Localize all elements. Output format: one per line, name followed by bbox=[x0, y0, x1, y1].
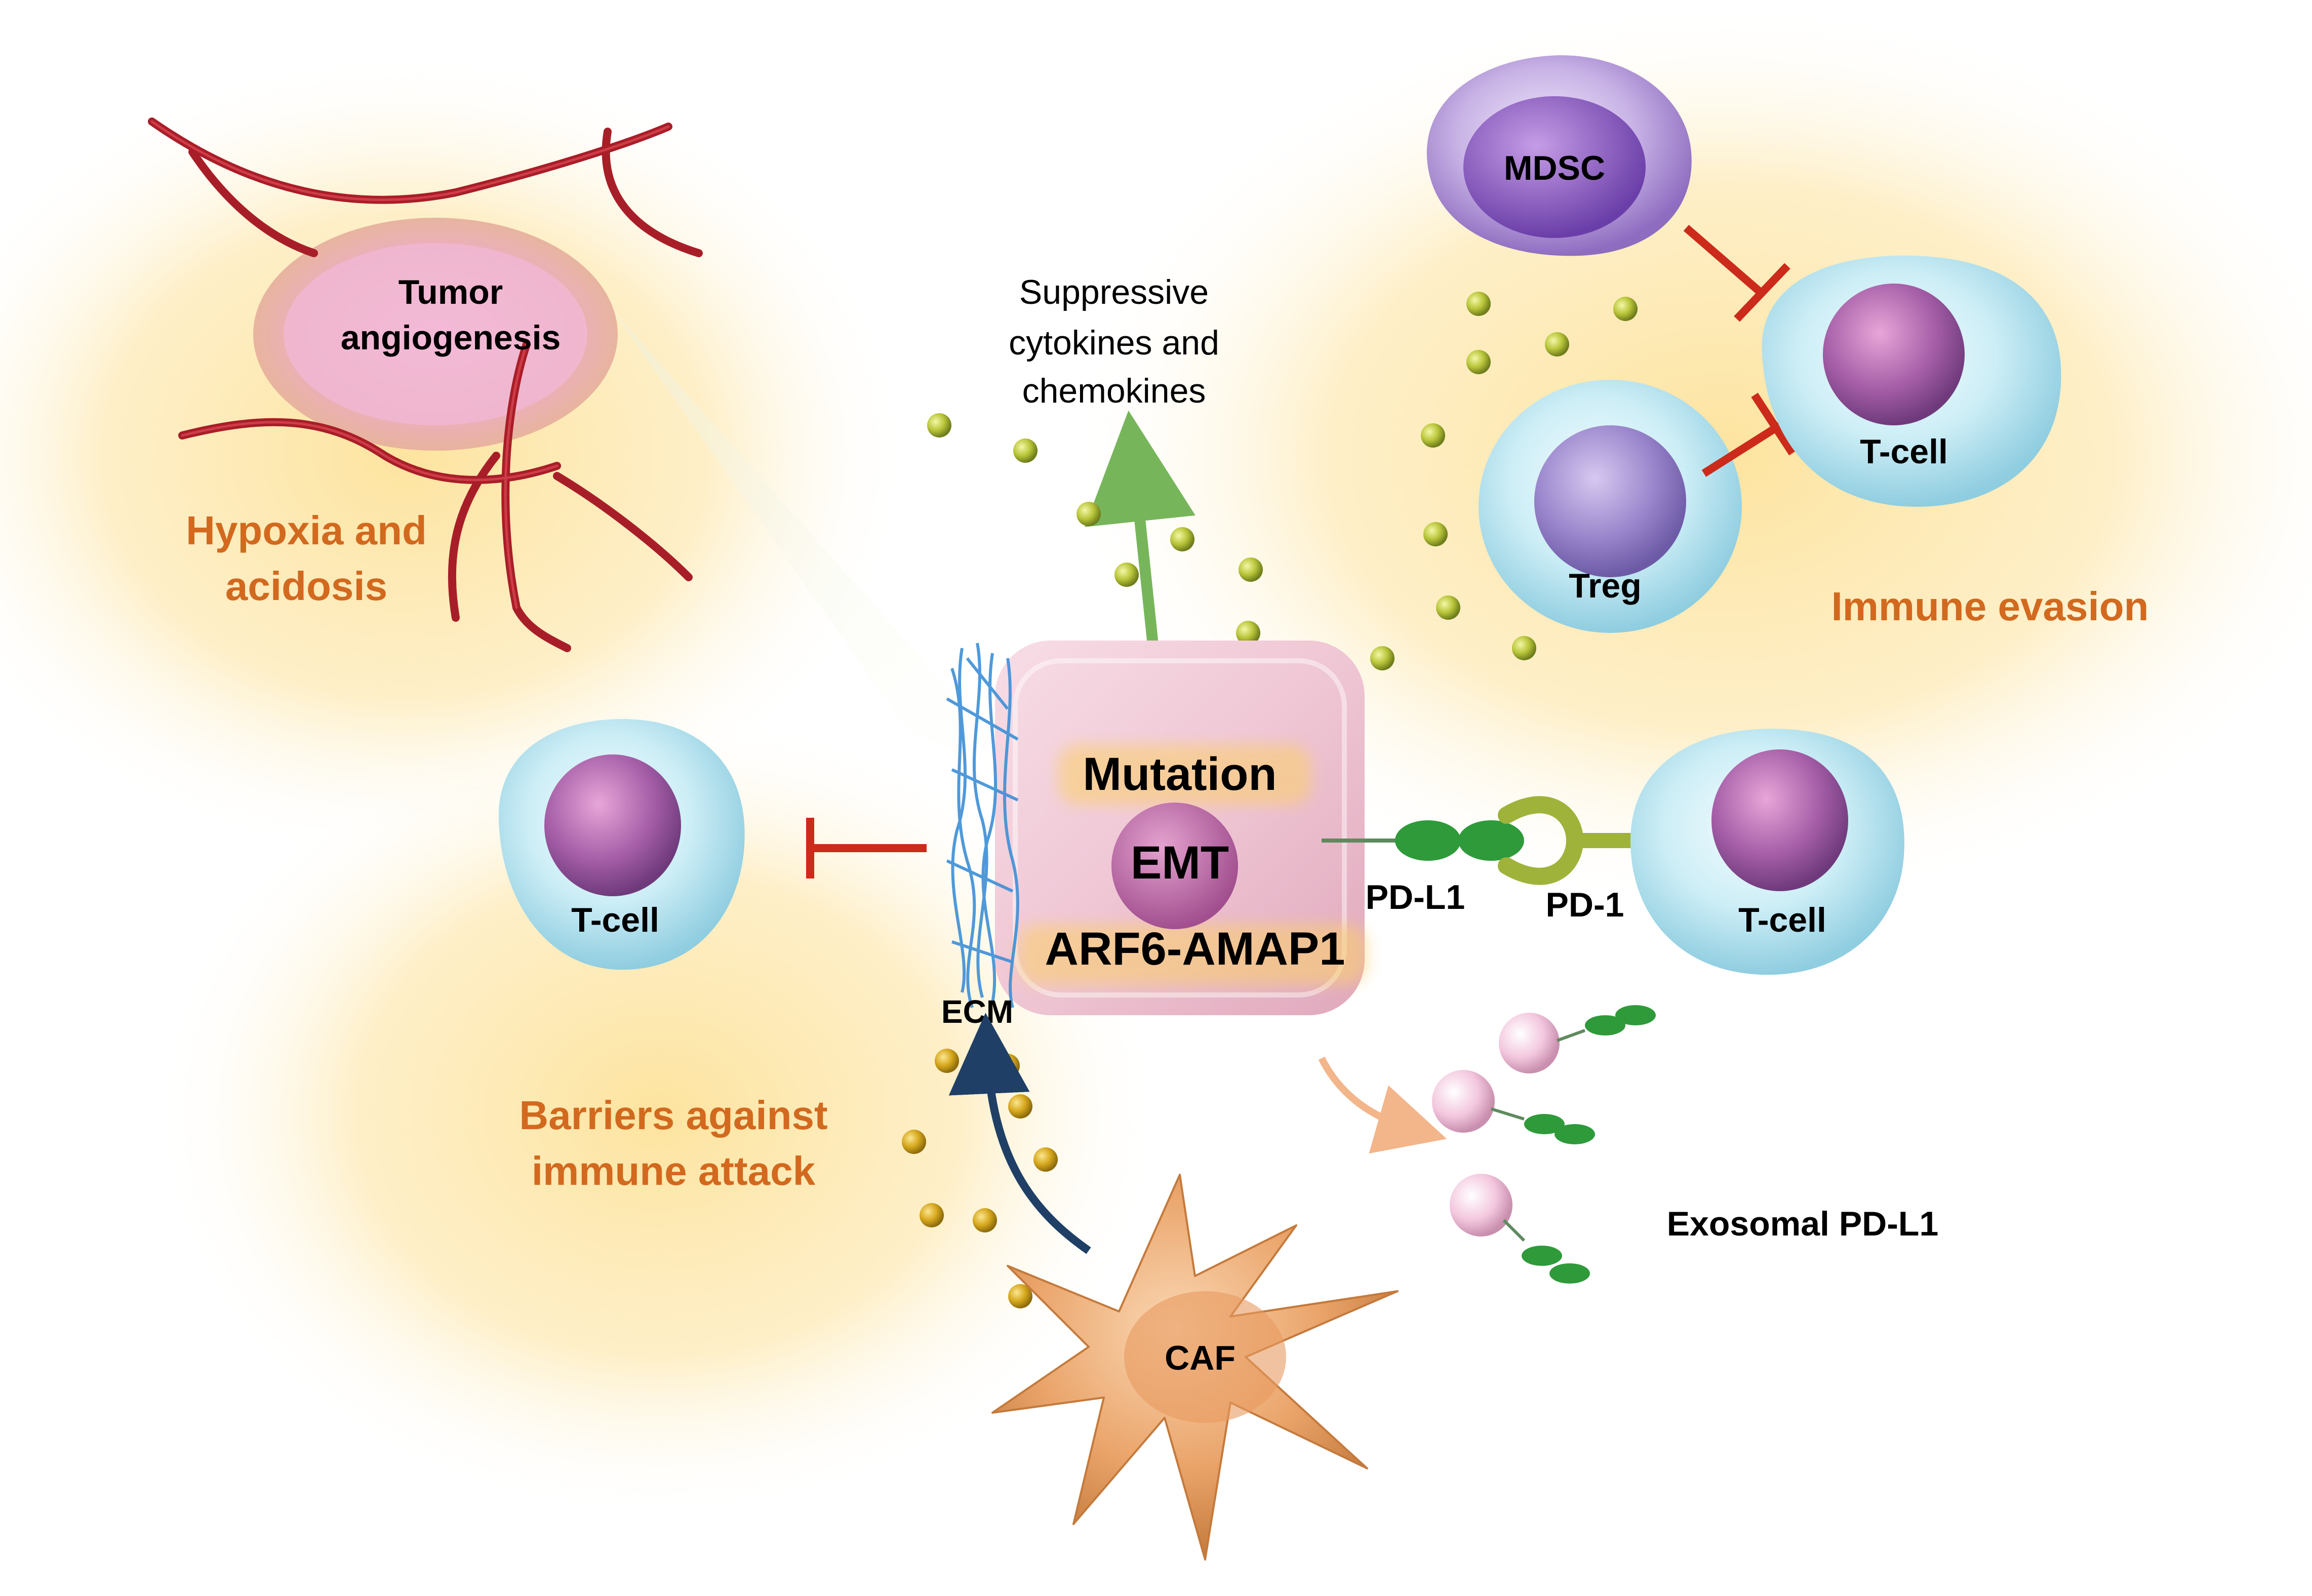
angiogenesis-label-line1: Tumor bbox=[398, 273, 503, 311]
exosomal-pd-l1-label: Exosomal PD-L1 bbox=[1667, 1205, 1939, 1243]
cytokines-line3: chemokines bbox=[1022, 372, 1206, 410]
t-cell-top: T-cell bbox=[1762, 255, 2061, 507]
mdsc-label: MDSC bbox=[1504, 149, 1605, 187]
treg-label: Treg bbox=[1569, 567, 1642, 605]
ecm-inhibition-arrow bbox=[806, 818, 927, 879]
barriers-label: Barriers against immune attack bbox=[519, 1093, 827, 1193]
hypoxia-line2: acidosis bbox=[225, 564, 387, 609]
arf6-amap1-label: ARF6-AMAP1 bbox=[1045, 923, 1345, 975]
angiogenesis-label-line2: angiogenesis bbox=[341, 318, 561, 357]
treg-cell: Treg bbox=[1479, 380, 1742, 633]
hypoxia-label: Hypoxia and acidosis bbox=[186, 508, 427, 609]
mutation-label: Mutation bbox=[1083, 748, 1277, 800]
exosome-release-arrow bbox=[1318, 1056, 1447, 1154]
emt-label: EMT bbox=[1131, 837, 1229, 889]
cytokine-dots bbox=[927, 292, 1638, 670]
ecm-label: ECM bbox=[941, 993, 1013, 1030]
t-cell-left-label: T-cell bbox=[571, 901, 659, 939]
hypoxia-line1: Hypoxia and bbox=[186, 508, 427, 553]
barriers-line1: Barriers against bbox=[519, 1093, 827, 1138]
mdsc-inhibition-arrow bbox=[1683, 224, 1790, 322]
tumor-angiogenesis-label: Tumor angiogenesis bbox=[341, 273, 561, 357]
pd-1-label: PD-1 bbox=[1546, 886, 1624, 924]
t-cell-right-label: T-cell bbox=[1738, 901, 1826, 939]
mdsc-cell: MDSC bbox=[1426, 55, 1692, 256]
tumor-cell: Mutation EMT ARF6-AMAP1 bbox=[995, 641, 1367, 1015]
caf-label: CAF bbox=[1165, 1339, 1235, 1377]
t-cell-top-label: T-cell bbox=[1860, 432, 1948, 471]
cytokines-label: Suppressive cytokines and chemokines bbox=[1009, 273, 1219, 410]
treg-inhibition-arrow bbox=[1701, 392, 1796, 477]
barriers-line2: immune attack bbox=[532, 1148, 816, 1193]
exosomes bbox=[1432, 1005, 1656, 1284]
t-cell-right: T-cell bbox=[1630, 729, 1904, 975]
ecm-fibers bbox=[946, 643, 1019, 1008]
cytokines-line2: cytokines and bbox=[1009, 324, 1219, 362]
pd-l1-label: PD-L1 bbox=[1366, 878, 1465, 916]
cytokines-line1: Suppressive bbox=[1019, 273, 1209, 311]
caf-cell: CAF bbox=[991, 1174, 1399, 1561]
caf-to-ecm-arrow bbox=[948, 1013, 1091, 1254]
tumor-angiogenesis-illustration bbox=[148, 117, 703, 652]
t-cell-left: T-cell bbox=[498, 719, 745, 970]
immune-evasion-label: Immune evasion bbox=[1831, 584, 2149, 629]
